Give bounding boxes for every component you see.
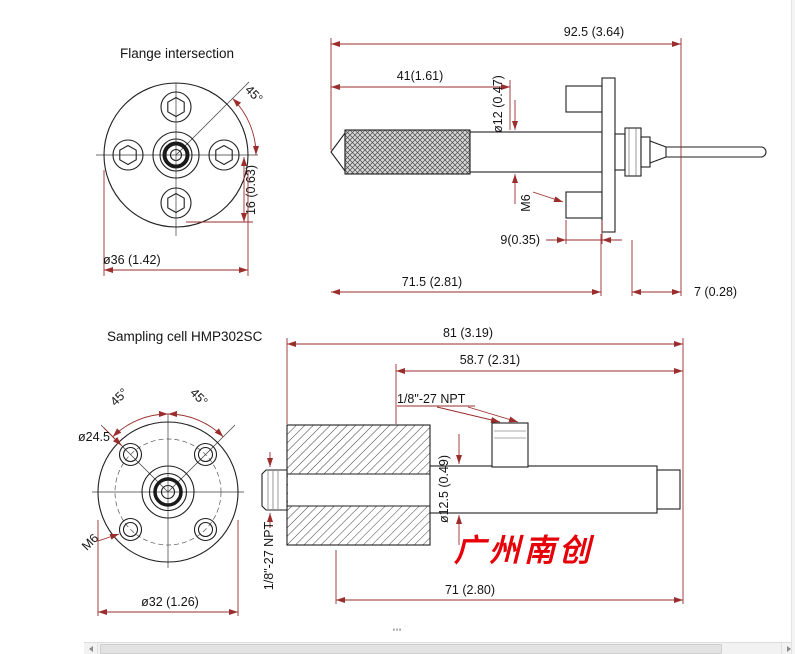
top-port-thread-label: 1/8"-27 NPT bbox=[397, 392, 466, 406]
thread-leader bbox=[532, 191, 564, 203]
flange-offset-label: 16 (0.63) bbox=[244, 165, 258, 215]
diagonal-45-line-right bbox=[167, 424, 236, 493]
cell-tube-end bbox=[656, 469, 681, 510]
probe-filter bbox=[344, 129, 471, 175]
side-port-thread-label: 1/8"-27 NPT bbox=[262, 521, 276, 590]
center-fitting-bore bbox=[160, 484, 176, 500]
flange-screw-bottom bbox=[565, 191, 603, 219]
cell-front-view bbox=[92, 414, 244, 568]
cable bbox=[666, 146, 767, 158]
cell-angle-left-label: 45° bbox=[108, 386, 131, 409]
scroll-left-icon bbox=[88, 645, 93, 652]
flange-outer-circle bbox=[103, 82, 249, 228]
section-body-label: 71 (2.80) bbox=[445, 583, 495, 597]
cell-tube bbox=[429, 465, 658, 514]
probe-insertion-label: 71.5 (2.81) bbox=[402, 275, 462, 289]
angle-dimension-arc-right bbox=[167, 410, 224, 438]
flange-view-title: Flange intersection bbox=[120, 46, 234, 61]
scrollbar-corner bbox=[0, 642, 84, 654]
mounting-flange-plate bbox=[601, 77, 616, 233]
cell-bolt-circle-label: ø24.5 bbox=[78, 430, 110, 444]
angle-dimension-arc bbox=[232, 98, 260, 156]
section-inner-label: 58.7 (2.31) bbox=[460, 353, 520, 367]
probe-filter-label: 41(1.61) bbox=[397, 69, 444, 83]
sampling-cell-section bbox=[261, 422, 681, 546]
cell-front-dimensions: 45° 45° ø24.5 M6 ø32 (1.26) bbox=[78, 386, 239, 616]
probe-overall-label: 92.5 (3.64) bbox=[564, 25, 624, 39]
flange-bolt-left bbox=[112, 139, 144, 171]
watermark: 广州南创 bbox=[454, 533, 595, 568]
scroll-right-button[interactable] bbox=[781, 643, 795, 654]
center-fitting-ring bbox=[141, 465, 195, 519]
scrollbar-track[interactable] bbox=[98, 643, 781, 654]
probe-thread-label: M6 bbox=[519, 194, 533, 211]
flange-screw-top bbox=[565, 85, 603, 113]
vertical-scrollbar[interactable] bbox=[791, 0, 795, 654]
center-fitting-ring bbox=[159, 138, 193, 172]
cell-bore bbox=[288, 474, 430, 506]
gland-collar bbox=[640, 136, 651, 168]
cell-bolt-hole-upper-left bbox=[118, 442, 143, 467]
section-overall-label: 81 (3.19) bbox=[443, 326, 493, 340]
cell-section-dimensions: 81 (3.19) 58.7 (2.31) 1/8"-27 NPT ø12.5 … bbox=[262, 326, 684, 604]
center-fitting-dark-ring bbox=[162, 141, 190, 169]
gland-spacer bbox=[614, 133, 626, 171]
flange-diameter-label: ø36 (1.42) bbox=[103, 253, 161, 267]
cable-gland-nut bbox=[624, 127, 642, 177]
horizontal-scrollbar[interactable] bbox=[84, 642, 795, 654]
center-fitting-ring bbox=[152, 131, 200, 179]
top-port-fitting bbox=[491, 422, 529, 468]
bolt-circle-leader bbox=[103, 427, 122, 446]
flange-bolt-top bbox=[160, 91, 192, 123]
scroll-left-button[interactable] bbox=[84, 643, 98, 654]
scrollbar-thumb[interactable] bbox=[100, 644, 722, 654]
probe-dimensions: 92.5 (3.64) 41(1.61) ø12 (0.47) M6 9(0.3… bbox=[330, 25, 737, 299]
diagonal-45-line bbox=[175, 81, 250, 156]
flange-bolt-bottom bbox=[160, 187, 192, 219]
scroll-right-icon bbox=[786, 645, 791, 652]
splitter-grip[interactable]: ''' bbox=[392, 627, 403, 639]
flange-dimensions: 45° 16 (0.63) ø36 (1.42) bbox=[103, 83, 265, 276]
probe-tip bbox=[330, 131, 346, 173]
center-fitting-ring bbox=[148, 472, 188, 512]
port-leader bbox=[436, 406, 501, 423]
section-bore-label: ø12.5 (0.49) bbox=[437, 455, 451, 523]
flange-front-view bbox=[96, 81, 258, 236]
cell-view-title: Sampling cell HMP302SC bbox=[107, 329, 263, 344]
flange-bolt-right bbox=[208, 139, 240, 171]
probe-tail-label: 7 (0.28) bbox=[694, 285, 737, 299]
thread-leader bbox=[97, 533, 120, 542]
cable-bushing bbox=[649, 140, 667, 164]
cell-diameter-label: ø32 (1.26) bbox=[141, 595, 199, 609]
technical-drawing: Flange intersection 45° 16 (0. bbox=[78, 25, 767, 616]
probe-screw-offset-label: 9(0.35) bbox=[500, 233, 540, 247]
splitter: ''' bbox=[0, 628, 795, 642]
cell-bolt-hole-lower-right bbox=[193, 517, 218, 542]
angle-dimension-arc-left bbox=[112, 410, 169, 438]
probe-diameter-label: ø12 (0.47) bbox=[491, 75, 505, 133]
cell-bolt-hole-upper-right bbox=[193, 442, 218, 467]
side-port-stub bbox=[261, 469, 288, 511]
flange-angle-label: 45° bbox=[242, 83, 265, 106]
bolt-circle bbox=[114, 438, 222, 546]
port-leader bbox=[467, 406, 519, 423]
cell-bolt-hole-lower-left bbox=[118, 517, 143, 542]
probe-body bbox=[469, 131, 603, 173]
cell-angle-right-label: 45° bbox=[187, 386, 210, 409]
probe-side-view bbox=[330, 77, 767, 233]
center-fitting-bore bbox=[169, 148, 183, 162]
center-fitting-dark-ring bbox=[153, 477, 183, 507]
